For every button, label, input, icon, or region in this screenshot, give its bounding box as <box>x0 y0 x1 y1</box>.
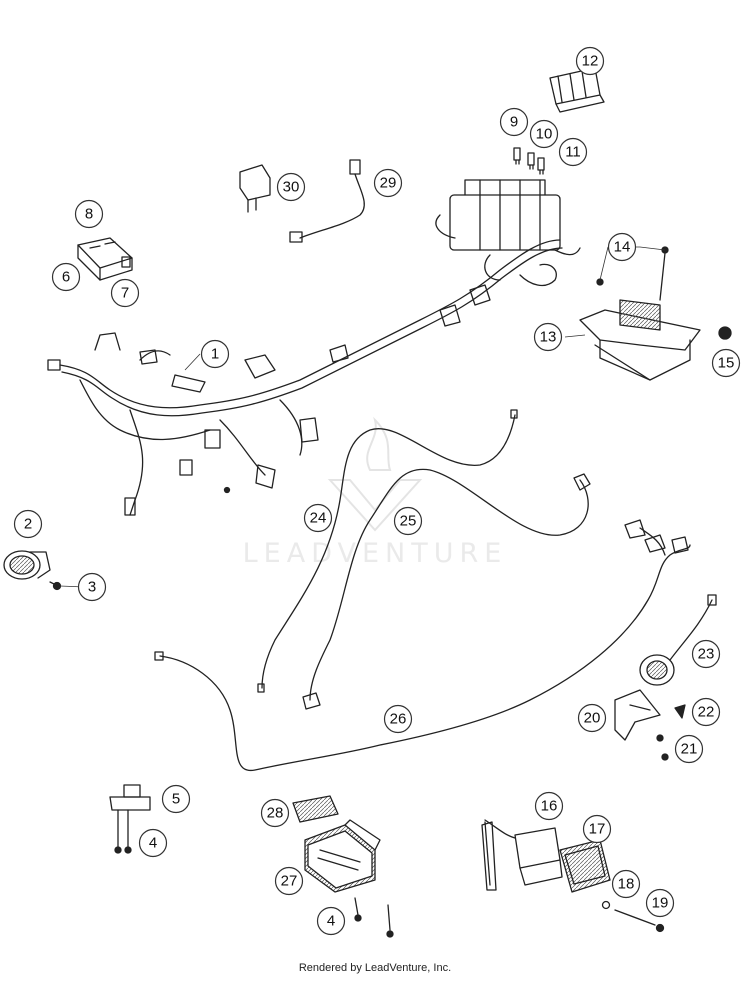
callout-1[interactable]: 1 <box>200 339 230 369</box>
watermark-text: LEADVENTURE <box>243 538 508 569</box>
relay-bracket <box>109 784 151 854</box>
nut-22 <box>674 704 686 719</box>
cable-25 <box>302 468 591 710</box>
coil-bolt <box>614 909 665 933</box>
svg-text:26: 26 <box>390 711 407 728</box>
svg-text:8: 8 <box>85 206 93 223</box>
callout-9[interactable]: 9 <box>499 107 529 137</box>
callout-28[interactable]: 28 <box>260 798 290 828</box>
callout-22[interactable]: 22 <box>691 697 721 727</box>
callout-29[interactable]: 29 <box>373 168 403 198</box>
fuse-11 <box>537 157 545 175</box>
svg-text:3: 3 <box>88 579 96 596</box>
callout-27[interactable]: 27 <box>274 866 304 896</box>
coil-washer <box>601 900 611 910</box>
callout-26[interactable]: 26 <box>383 704 413 734</box>
svg-text:4: 4 <box>327 913 335 930</box>
callouts: 1 2 3 4 4 5 6 7 8 9 10 11 12 13 14 15 16… <box>13 46 741 936</box>
ecu-bracket <box>579 299 701 381</box>
main-harness <box>47 179 581 516</box>
svg-text:6: 6 <box>62 269 70 286</box>
callout-21[interactable]: 21 <box>674 734 704 764</box>
callout-12[interactable]: 12 <box>575 46 605 76</box>
svg-text:25: 25 <box>400 513 417 530</box>
callout-13[interactable]: 13 <box>533 322 563 352</box>
callout-20[interactable]: 20 <box>577 703 607 733</box>
callout-25[interactable]: 25 <box>393 506 423 536</box>
callout-10[interactable]: 10 <box>529 119 559 149</box>
svg-text:2: 2 <box>24 516 32 533</box>
horn <box>3 550 51 580</box>
svg-text:29: 29 <box>380 175 397 192</box>
svg-text:13: 13 <box>540 329 557 346</box>
svg-text:1: 1 <box>211 346 219 363</box>
ecu-grommet <box>718 326 732 340</box>
relay-set <box>549 67 605 113</box>
fuse-10 <box>527 152 535 170</box>
footer-credit: Rendered by LeadVenture, Inc. <box>298 962 452 974</box>
svg-text:20: 20 <box>584 710 601 727</box>
callout-18[interactable]: 18 <box>611 869 641 899</box>
callout-11[interactable]: 11 <box>558 137 588 167</box>
regulator-bolts <box>354 897 394 938</box>
callout-17[interactable]: 17 <box>582 814 612 844</box>
svg-text:15: 15 <box>718 355 735 372</box>
lead-29 <box>289 159 365 243</box>
fuse-block <box>77 237 133 281</box>
svg-text:27: 27 <box>281 873 298 890</box>
voltage-regulator <box>304 819 381 893</box>
svg-text:10: 10 <box>536 126 553 143</box>
svg-text:9: 9 <box>510 114 518 131</box>
svg-text:16: 16 <box>541 798 558 815</box>
horn-bolt <box>49 581 62 591</box>
callout-30[interactable]: 30 <box>276 172 306 202</box>
sensor-23 <box>639 594 717 686</box>
callout-2[interactable]: 2 <box>13 509 43 539</box>
callout-6[interactable]: 6 <box>51 262 81 292</box>
svg-text:5: 5 <box>172 791 180 808</box>
svg-text:7: 7 <box>121 285 129 302</box>
callout-4[interactable]: 4 <box>138 828 168 858</box>
callout-4b[interactable]: 4 <box>316 906 346 936</box>
connector-30 <box>239 164 271 213</box>
callout-3[interactable]: 3 <box>77 572 107 602</box>
cable-26 <box>154 519 691 771</box>
svg-text:18: 18 <box>618 876 635 893</box>
callout-7[interactable]: 7 <box>110 278 140 308</box>
sensor-bracket <box>614 689 661 741</box>
callout-19[interactable]: 19 <box>645 888 675 918</box>
callout-24[interactable]: 24 <box>303 503 333 533</box>
svg-text:23: 23 <box>698 646 715 663</box>
svg-text:17: 17 <box>589 821 606 838</box>
svg-text:22: 22 <box>698 704 715 721</box>
svg-text:28: 28 <box>267 805 284 822</box>
cable-24 <box>257 409 518 693</box>
callout-15[interactable]: 15 <box>711 348 741 378</box>
svg-text:30: 30 <box>283 179 300 196</box>
callout-16[interactable]: 16 <box>534 791 564 821</box>
ignition-coil <box>481 819 563 891</box>
callout-14[interactable]: 14 <box>607 232 637 262</box>
svg-text:14: 14 <box>614 239 631 256</box>
callout-5[interactable]: 5 <box>161 784 191 814</box>
svg-text:12: 12 <box>582 53 599 70</box>
leader-lines <box>59 246 666 588</box>
thermal-pad <box>292 795 339 823</box>
watermark-logo: LEADVENTURE <box>243 416 508 569</box>
svg-text:4: 4 <box>149 835 157 852</box>
callout-23[interactable]: 23 <box>691 639 721 669</box>
fuse-9 <box>513 147 521 165</box>
svg-text:21: 21 <box>681 741 698 758</box>
svg-text:24: 24 <box>310 510 327 527</box>
coil-bracket <box>559 839 611 893</box>
callout-8[interactable]: 8 <box>74 199 104 229</box>
bracket-bolts <box>656 734 669 761</box>
ecu-screws <box>596 246 669 301</box>
svg-text:19: 19 <box>652 895 669 912</box>
svg-text:11: 11 <box>565 144 581 161</box>
